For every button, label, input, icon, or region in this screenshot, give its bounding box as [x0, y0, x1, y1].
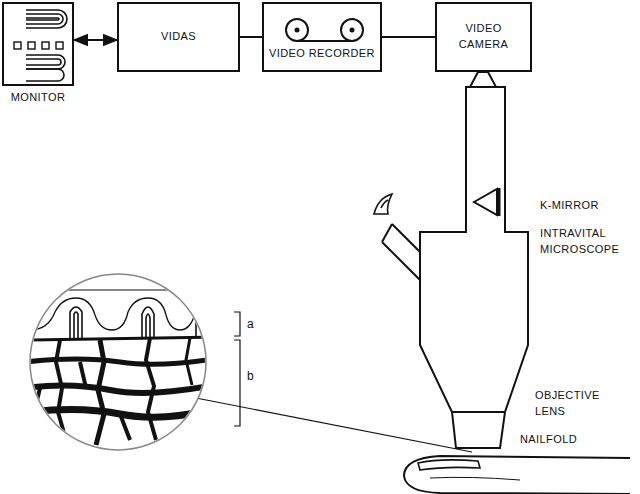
objective-ring — [452, 411, 505, 413]
bracket-b — [234, 340, 240, 426]
monitor-screen — [2, 2, 74, 86]
recorder-box: VIDEO RECORDER — [262, 2, 382, 72]
box-label: VIDEO RECORDER — [269, 46, 375, 62]
part-label: OBJECTIVE LENS — [535, 388, 615, 420]
monitor-block: MONITOR — [2, 2, 74, 110]
camera-lens — [470, 72, 496, 87]
connector — [74, 39, 117, 41]
part-label: INTRAVITAL MICROSCOPE — [540, 226, 632, 258]
tape-reels — [264, 4, 380, 54]
finger-crease — [430, 477, 520, 480]
fingernail — [418, 460, 480, 470]
process-box: VIDAS — [117, 2, 240, 72]
eyepiece-tube — [382, 224, 420, 280]
bracket-label: a — [247, 316, 254, 333]
bracket-label: b — [247, 368, 254, 385]
connector — [382, 36, 435, 38]
leader-line — [196, 398, 472, 452]
finger — [404, 456, 630, 494]
eye-symbol — [374, 194, 392, 214]
box-label: VIDAS — [161, 29, 196, 45]
camera-box: VIDEO CAMERA — [435, 2, 532, 72]
connector — [240, 36, 262, 38]
k-mirror-symbol — [474, 189, 497, 215]
part-label: K-MIRROR — [540, 198, 599, 214]
capillary-inset — [20, 290, 220, 445]
k-mirror-bar — [498, 188, 501, 216]
box-label: MONITOR — [11, 90, 66, 106]
microscope-body — [420, 87, 528, 448]
part-label: NAILFOLD — [520, 432, 577, 448]
bracket-a — [234, 312, 240, 336]
box-label: VIDEO CAMERA — [453, 21, 515, 53]
